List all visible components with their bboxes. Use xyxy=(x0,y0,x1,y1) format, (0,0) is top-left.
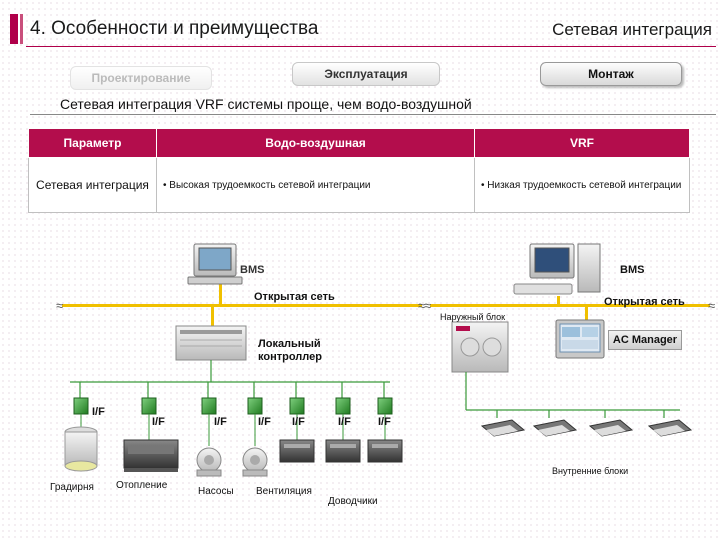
heating-label: Отопление xyxy=(116,480,168,491)
heating-unit-icon xyxy=(123,439,179,472)
cell-vrf: • Низкая трудоемкость сетевой интеграции xyxy=(474,157,690,213)
ventilation-label: Вентиляция xyxy=(256,486,312,497)
column-header-water-air: Водо-воздушная xyxy=(156,128,475,158)
title-accent-bar xyxy=(10,14,18,44)
local-controller-label: Локальный контроллер xyxy=(258,338,322,363)
left-bms-computer-icon xyxy=(187,243,243,285)
if-label: I/F xyxy=(92,406,105,418)
cell-water-air: • Высокая трудоемкость сетевой интеграци… xyxy=(156,157,475,213)
slide-heading: Сетевая интеграция VRF системы проще, че… xyxy=(60,96,472,112)
svg-text:≈: ≈ xyxy=(418,298,425,313)
left-bms-label: BMS xyxy=(240,264,265,276)
fan-coil-icons xyxy=(279,439,403,463)
title-divider xyxy=(26,46,716,47)
cooling-tower-icon xyxy=(64,426,98,472)
if-label: I/F xyxy=(214,416,227,428)
interface-module-icons xyxy=(73,397,393,415)
pumps-label: Насосы xyxy=(198,486,234,497)
right-bms-computer-icon xyxy=(513,243,601,295)
left-network-bus xyxy=(62,304,422,307)
indoor-unit-icons xyxy=(480,419,693,437)
left-open-network-label: Открытая сеть xyxy=(254,291,335,303)
cell-parameter: Сетевая интеграция xyxy=(28,157,157,213)
right-network-bus xyxy=(430,304,710,307)
tab-installation[interactable]: Монтаж xyxy=(540,62,682,86)
svg-text:≈: ≈ xyxy=(56,298,63,313)
svg-text:≈: ≈ xyxy=(708,298,715,313)
tab-design[interactable]: Проектирование xyxy=(70,66,212,90)
table-header-row: Параметр Водо-воздушная VRF xyxy=(28,128,690,158)
right-open-network-label: Открытая сеть xyxy=(604,296,685,308)
title-accent-bar-thin xyxy=(20,14,23,44)
if-label: I/F xyxy=(338,416,351,428)
indoor-units-label: Внутренние блоки xyxy=(552,466,629,476)
page-title: 4. Особенности и преимущества xyxy=(30,18,319,39)
table-row: Сетевая интеграция • Высокая трудоемкост… xyxy=(28,157,690,213)
tab-operation[interactable]: Эксплуатация xyxy=(292,62,440,86)
if-label: I/F xyxy=(152,416,165,428)
comparison-table: Параметр Водо-воздушная VRF Сетевая инте… xyxy=(28,128,690,213)
ac-manager-label: AC Manager xyxy=(608,330,682,350)
pump-icon xyxy=(196,447,222,477)
if-label: I/F xyxy=(292,416,305,428)
section-title: Сетевая интеграция xyxy=(552,20,712,39)
if-label: I/F xyxy=(378,416,391,428)
acmanager-drop xyxy=(585,306,588,324)
svg-text:≈: ≈ xyxy=(424,298,431,313)
controller-drop-line xyxy=(211,306,214,326)
cooling-tower-label: Градирня xyxy=(50,482,94,493)
heading-divider xyxy=(30,114,716,115)
ac-manager-screen-icon xyxy=(555,319,605,359)
device-wiring xyxy=(80,414,386,446)
ventilation-fan-icon xyxy=(242,447,268,477)
fan-coils-label: Доводчики xyxy=(328,496,378,507)
column-header-vrf: VRF xyxy=(474,128,690,158)
left-field-wiring xyxy=(70,360,390,400)
outdoor-unit-icon xyxy=(451,321,509,373)
if-label: I/F xyxy=(258,416,271,428)
right-bms-drop xyxy=(557,296,560,306)
right-bms-label: BMS xyxy=(620,264,645,276)
column-header-parameter: Параметр xyxy=(28,128,157,158)
bms-drop-line xyxy=(219,282,222,306)
outdoor-unit-label: Наружный блок xyxy=(440,312,506,322)
vrf-wiring xyxy=(465,372,680,418)
local-controller-icon xyxy=(175,325,247,361)
